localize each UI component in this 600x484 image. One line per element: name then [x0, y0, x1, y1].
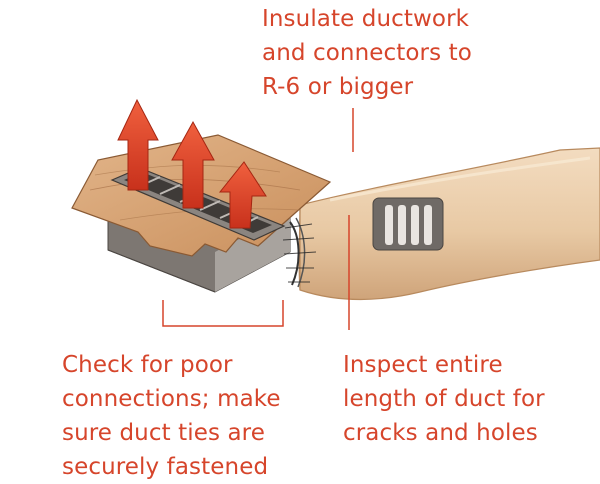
airflow-arrow-left	[117, 98, 159, 191]
duct-tie	[282, 217, 317, 288]
callout-connections-line-3: sure duct ties are	[62, 420, 265, 446]
callout-inspect: Inspect entire length of duct for cracks…	[343, 348, 545, 450]
callout-insulate-line-2: and connectors to	[262, 40, 472, 66]
callout-inspect-line-3: cracks and holes	[343, 420, 538, 446]
callout-insulate: Insulate ductwork and connectors to R-6 …	[262, 2, 472, 104]
callout-insulate-line-3: R-6 or bigger	[262, 74, 414, 100]
callout-connections-line-1: Check for poor	[62, 352, 233, 378]
callout-inspect-line-2: length of duct for	[343, 386, 545, 412]
callout-connections-line-4: securely fastened	[62, 454, 269, 480]
leader-lines	[162, 108, 354, 330]
airflow-arrow-middle	[171, 120, 215, 209]
callout-insulate-line-1: Insulate ductwork	[262, 6, 470, 32]
callout-inspect-line-1: Inspect entire	[343, 352, 503, 378]
airflow-arrows	[117, 98, 267, 229]
callout-connections: Check for poor connections; make sure du…	[62, 348, 281, 484]
callout-connections-line-2: connections; make	[62, 386, 281, 412]
duct-vent	[372, 197, 444, 251]
leader-bracket-connections	[162, 300, 284, 327]
airflow-arrow-right	[218, 161, 267, 229]
flexible-duct	[298, 147, 600, 300]
